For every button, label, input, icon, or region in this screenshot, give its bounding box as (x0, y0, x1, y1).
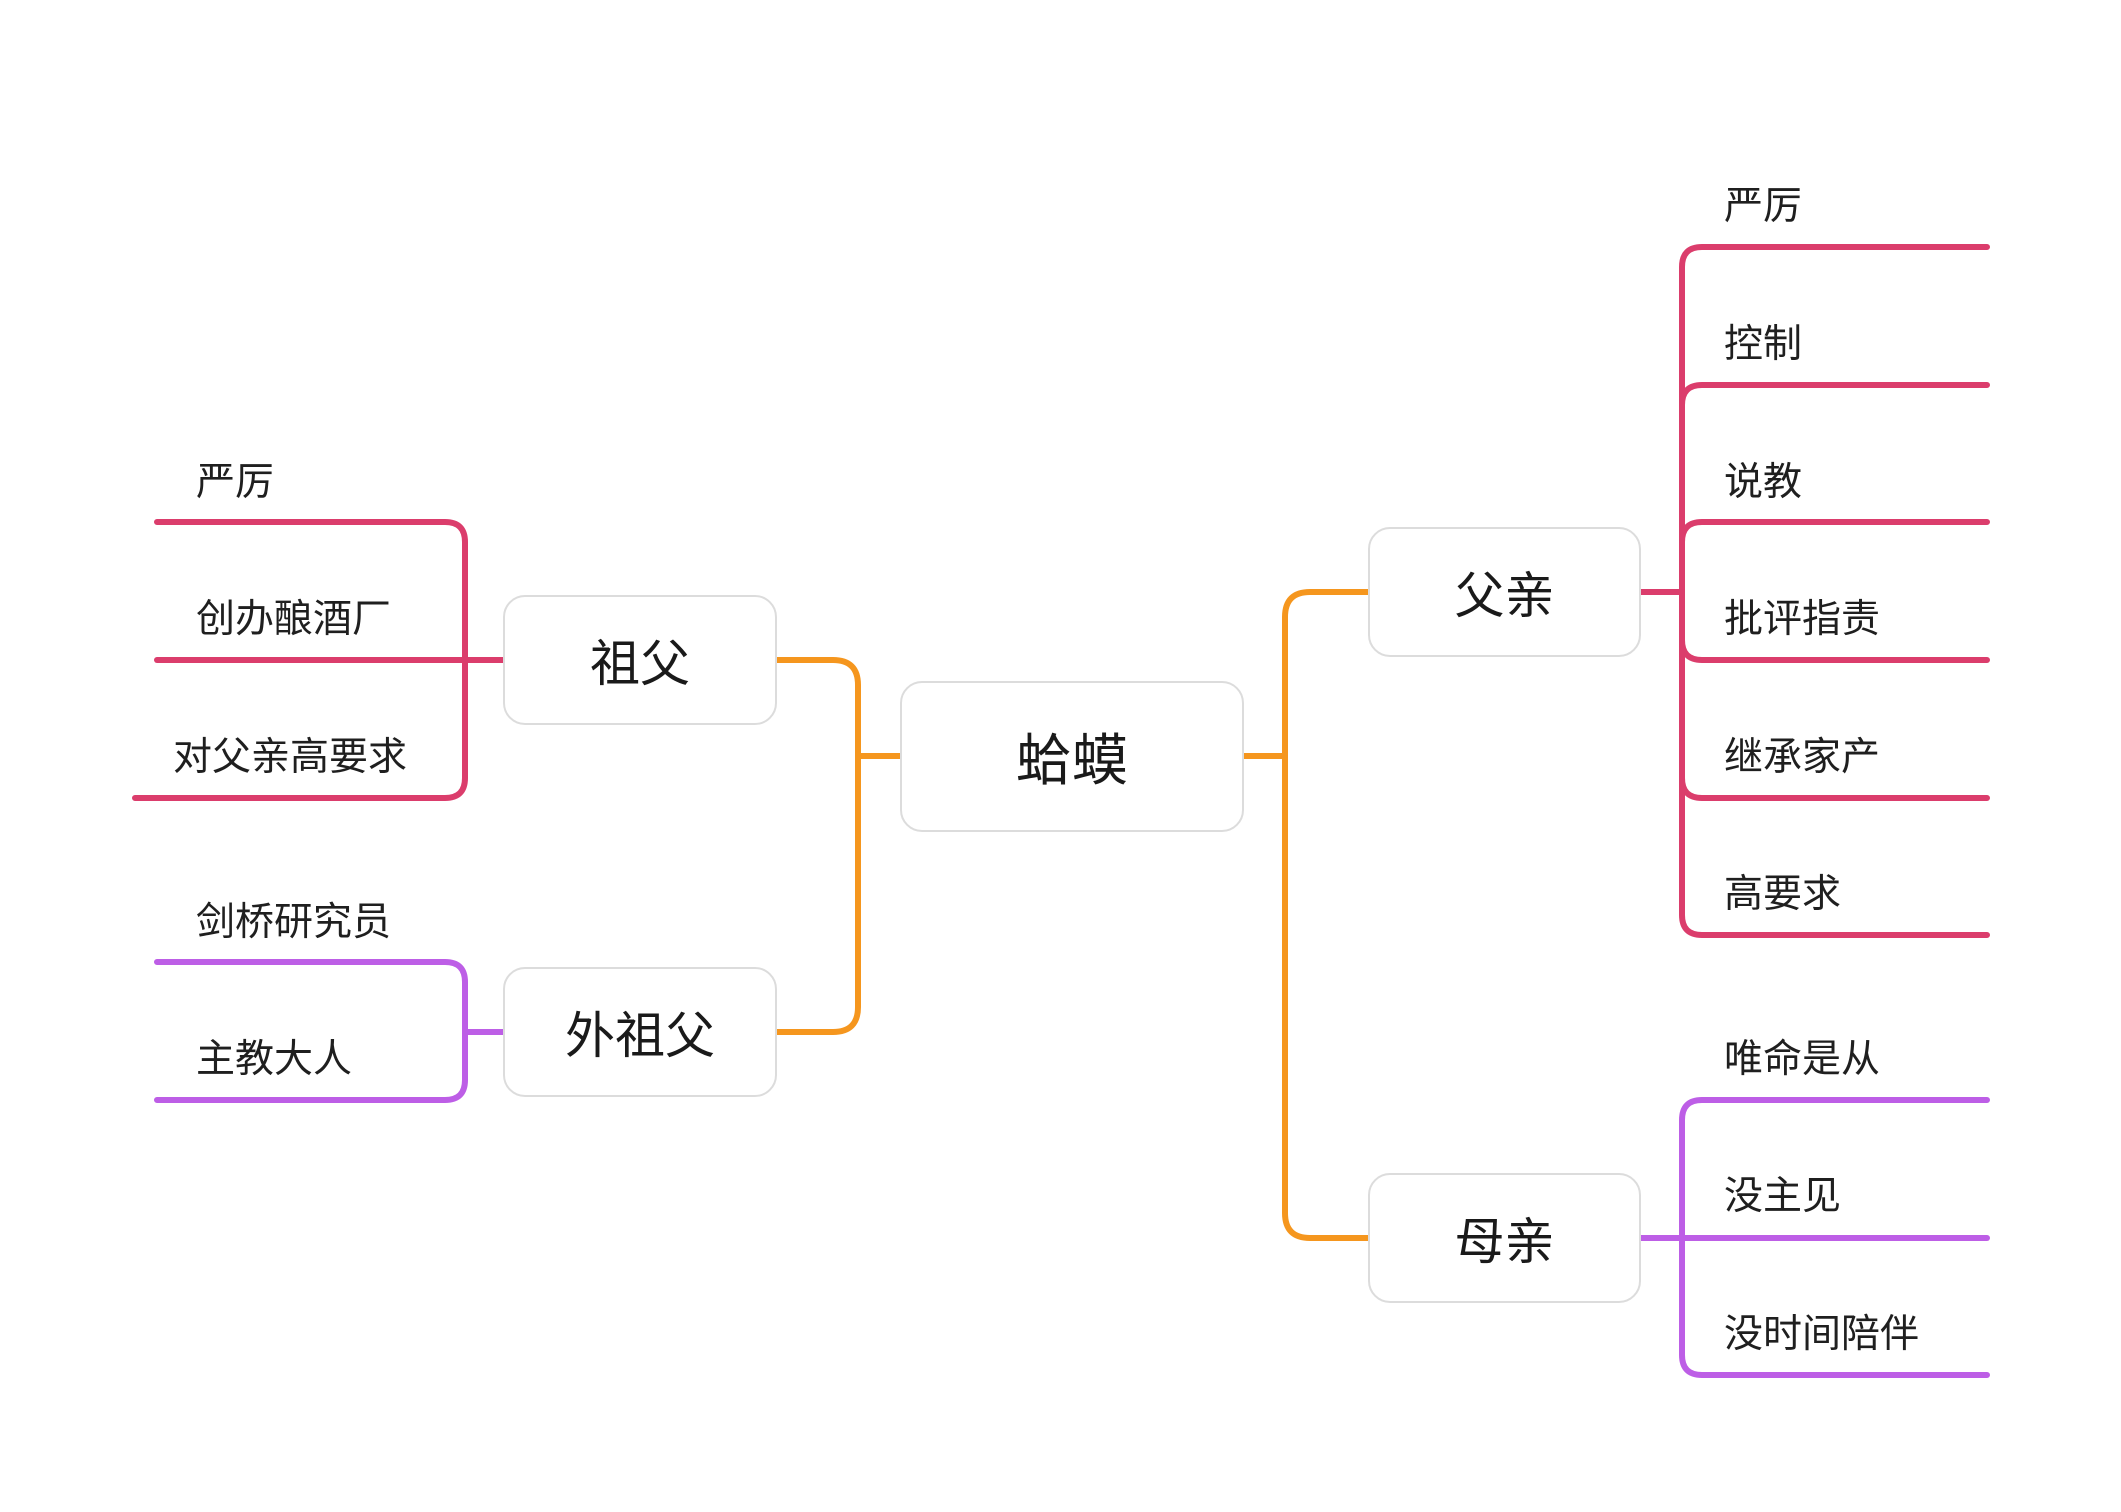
leaf-father-5[interactable]: 继承家产 (1724, 735, 1881, 780)
branch-maternal-leaf-2 (154, 1029, 468, 1103)
leaf-father-2[interactable]: 控制 (1724, 322, 1803, 367)
leaf-father-6[interactable]: 高要求 (1724, 872, 1842, 917)
trunk-right-mother (1282, 753, 1371, 1241)
branch-mother-leaf-1 (1679, 1097, 1990, 1241)
trunk-right-father (1282, 589, 1371, 759)
node-mother[interactable]: 母亲 (1368, 1173, 1641, 1303)
branch-father-leaf-3 (1679, 519, 1990, 545)
leaf-father-1[interactable]: 严厉 (1724, 184, 1803, 229)
node-father[interactable]: 父亲 (1368, 527, 1641, 657)
branch-grandfather-leaf-1 (154, 519, 468, 663)
leaf-mother-1[interactable]: 唯命是从 (1724, 1037, 1881, 1082)
branch-maternal-leaf-1 (154, 959, 468, 1035)
node-father-label: 父亲 (1454, 567, 1555, 625)
node-maternal-grandfather[interactable]: 外祖父 (503, 967, 777, 1097)
leaf-grandfather-2[interactable]: 创办酿酒厂 (196, 597, 392, 642)
branch-mother-leaf-3 (1679, 1235, 1990, 1378)
branch-father-leaf-6 (1679, 589, 1990, 938)
branch-father-leaf-5 (1679, 775, 1990, 801)
leaf-grandfather-3[interactable]: 对父亲高要求 (173, 735, 408, 780)
node-maternal-grandfather-label: 外祖父 (565, 1007, 715, 1065)
leaf-maternal-grandfather-1[interactable]: 剑桥研究员 (196, 900, 392, 945)
leaf-maternal-grandfather-2[interactable]: 主教大人 (196, 1037, 353, 1082)
branch-grandfather-leaf-3 (132, 657, 468, 801)
node-mother-label: 母亲 (1454, 1213, 1555, 1271)
branch-father-leaf-2 (1679, 382, 1990, 408)
leaf-mother-3[interactable]: 没时间陪伴 (1724, 1312, 1920, 1357)
root-node[interactable]: 蛤蟆 (900, 681, 1244, 832)
leaf-father-3[interactable]: 说教 (1724, 460, 1803, 505)
root-label: 蛤蟆 (1016, 729, 1128, 794)
branch-father-leaf-1 (1679, 244, 1990, 595)
trunk-left-grandfather (774, 657, 861, 759)
leaf-mother-2[interactable]: 没主见 (1724, 1174, 1842, 1219)
leaf-grandfather-1[interactable]: 严厉 (196, 460, 275, 505)
node-grandfather-label: 祖父 (590, 635, 690, 693)
trunk-left-maternal (774, 753, 861, 1035)
leaf-father-4[interactable]: 批评指责 (1724, 597, 1881, 642)
node-grandfather[interactable]: 祖父 (503, 595, 777, 725)
